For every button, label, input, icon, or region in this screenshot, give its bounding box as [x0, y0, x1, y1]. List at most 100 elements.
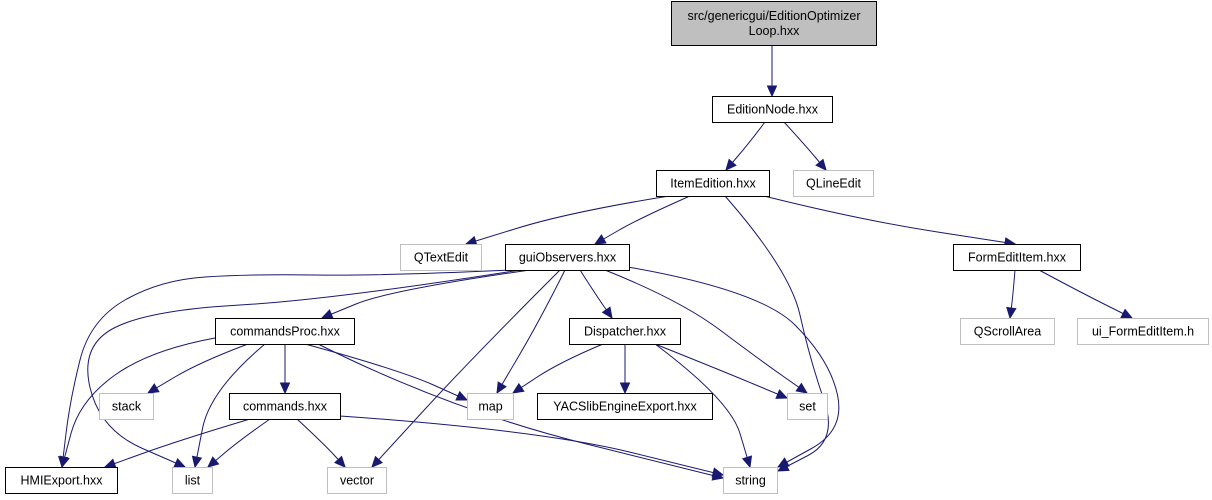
node-map: map [467, 393, 514, 420]
edge-root-to-EditionNode [766, 45, 778, 98]
edge-guiObservers-to-map [496, 269, 566, 395]
node-box [327, 467, 387, 494]
edge-line [594, 195, 691, 245]
node-YACSlibEngineExport[interactable]: YACSlibEngineExport.hxx [537, 393, 713, 420]
node-guiObservers[interactable]: guiObservers.hxx [505, 244, 630, 271]
edge-line [725, 121, 766, 171]
arrowhead-icon [59, 455, 70, 469]
node-label: map [478, 400, 502, 414]
edge-line [604, 269, 808, 394]
edge-line [465, 195, 670, 245]
node-box [229, 393, 341, 420]
arrowhead-icon [776, 457, 790, 468]
edge-commandsProc-to-map [304, 343, 469, 401]
node-box [569, 318, 681, 345]
edge-line [321, 269, 531, 319]
node-box [215, 318, 355, 345]
node-QLineEdit: QLineEdit [793, 170, 874, 197]
node-box [467, 393, 514, 420]
edge-line [512, 343, 604, 394]
arrowhead-icon [815, 158, 827, 171]
edge-Dispatcher-to-YACSlibEngineExport [619, 344, 631, 395]
edge-line [724, 195, 829, 472]
edge-guiObservers-to-string [627, 266, 840, 468]
node-ui_FormEditItem: ui_FormEditItem.h [1077, 318, 1209, 345]
edge-line [1009, 269, 1016, 319]
node-box [5, 467, 118, 494]
arrowhead-icon [619, 382, 631, 395]
edge-FormEditItem-to-QScrollArea [1006, 269, 1017, 320]
edge-Dispatcher-to-set [654, 343, 789, 399]
edge-Dispatcher-to-string [654, 343, 753, 469]
arrowhead-icon [334, 455, 346, 468]
arrowhead-icon [320, 309, 334, 319]
node-EditionNode[interactable]: EditionNode.hxx [712, 96, 833, 123]
edge-line [61, 337, 216, 468]
edge-guiObservers-to-commandsProc [320, 269, 531, 319]
node-box [960, 318, 1055, 345]
node-label: QLineEdit [806, 177, 861, 191]
node-QTextEdit: QTextEdit [400, 244, 482, 271]
arrowhead-icon [279, 382, 291, 395]
node-box [400, 244, 482, 271]
node-box [793, 170, 874, 197]
node-QScrollArea: QScrollArea [960, 318, 1055, 345]
arrowhead-icon [601, 306, 613, 320]
node-label: QScrollArea [974, 325, 1041, 339]
node-box [99, 393, 154, 420]
node-label: vector [340, 474, 374, 488]
edge-line [763, 195, 1016, 245]
node-box [505, 244, 630, 271]
edge-line [1038, 269, 1133, 319]
edge-ItemEdition-to-guiObservers [593, 195, 691, 245]
edges-layer [58, 45, 1134, 481]
edge-guiObservers-to-vector [371, 269, 561, 468]
node-FormEditItem[interactable]: FormEditItem.hxx [953, 244, 1081, 271]
node-commandsProc[interactable]: commandsProc.hxx [215, 318, 355, 345]
node-ItemEdition[interactable]: ItemEdition.hxx [656, 170, 770, 197]
node-Dispatcher[interactable]: Dispatcher.hxx [569, 318, 681, 345]
edge-line [627, 266, 840, 468]
arrowhead-icon [1006, 306, 1017, 320]
edge-EditionNode-to-ItemEdition [725, 121, 766, 171]
node-box [787, 393, 828, 420]
arrowhead-icon [146, 383, 160, 394]
node-box [953, 244, 1081, 271]
edge-line [194, 343, 266, 468]
node-commands[interactable]: commands.hxx [229, 393, 341, 420]
arrowhead-icon [103, 458, 117, 469]
edge-FormEditItem-to-ui_FormEditItem [1038, 269, 1134, 319]
edge-commandsProc-to-list [191, 343, 266, 469]
arrowhead-icon [741, 455, 753, 469]
node-label: src/genericgui/EditionOptimizer [688, 9, 861, 23]
edge-line [783, 121, 827, 171]
node-box [712, 96, 833, 123]
edge-line [371, 269, 561, 468]
edge-line [304, 343, 468, 401]
edge-line [61, 269, 513, 468]
node-HMIExport[interactable]: HMIExport.hxx [5, 467, 118, 494]
edge-line [654, 343, 788, 399]
arrowhead-icon [711, 467, 725, 478]
edge-line [104, 418, 251, 468]
node-label: ItemEdition.hxx [670, 177, 756, 191]
node-list: list [172, 467, 213, 494]
node-label: guiObservers.hxx [519, 251, 617, 265]
node-label: set [799, 400, 816, 414]
node-label: Loop.hxx [749, 24, 800, 38]
edge-commandsProc-to-commands [279, 344, 291, 395]
arrowhead-icon [207, 456, 220, 468]
edge-guiObservers-to-Dispatcher [579, 269, 613, 320]
node-box [723, 467, 778, 494]
edge-line [296, 418, 346, 468]
node-label: QTextEdit [414, 251, 469, 265]
arrowhead-icon [496, 381, 507, 395]
edge-ItemEdition-to-QTextEdit [464, 195, 670, 246]
arrowhead-icon [173, 457, 187, 468]
node-label: FormEditItem.hxx [968, 251, 1067, 265]
edge-line [317, 343, 724, 479]
nodes-layer: src/genericgui/EditionOptimizerLoop.hxxE… [5, 1, 1209, 494]
node-label: Dispatcher.hxx [584, 325, 667, 339]
edge-line [654, 343, 751, 468]
